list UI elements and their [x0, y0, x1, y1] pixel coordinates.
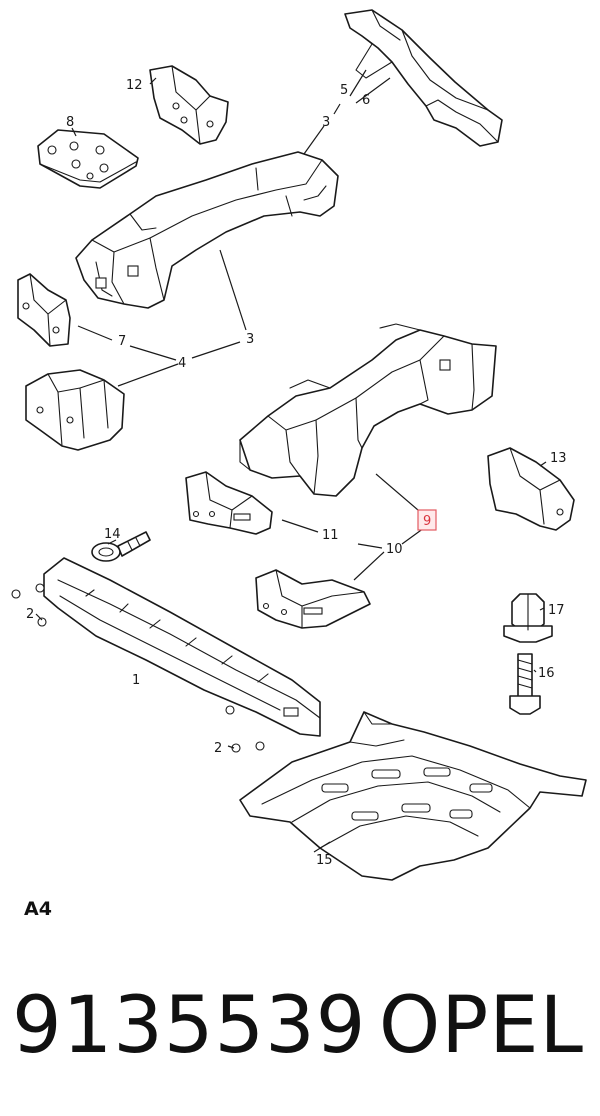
- part-16-bolt: [509, 653, 541, 715]
- part-7-bracket: [17, 273, 71, 347]
- parts-diagram: 12 8 5 6 3 7 3 4 13 9 11 10 14 2 17 1 16…: [11, 9, 587, 881]
- footer: 9135539 OPEL: [0, 976, 600, 1086]
- callout-1: 1: [132, 673, 140, 688]
- part-10-bracket: [255, 569, 371, 629]
- part-3-front-member-upper: [75, 151, 339, 309]
- callout-4: 4: [178, 356, 186, 371]
- part-number: 9135539: [12, 981, 367, 1071]
- callout-10: 10: [386, 542, 403, 557]
- part-12-bracket: [149, 65, 229, 145]
- callout-2a: 2: [26, 607, 34, 622]
- callout-6: 6: [362, 93, 370, 108]
- callout-5: 5: [340, 83, 348, 98]
- callout-8: 8: [66, 115, 74, 130]
- callout-12: 12: [126, 78, 143, 93]
- part-15-underbody-panel: [239, 711, 587, 881]
- callout-7: 7: [118, 334, 126, 349]
- callout-numbers: 12 8 5 6 3 7 3 4 13 9 11 10 14 2 17 1 16…: [26, 78, 567, 868]
- part-11-bracket: [185, 471, 273, 535]
- part-5-6-rear-member: [344, 9, 503, 147]
- highlight-box-9: [417, 509, 437, 531]
- callout-2b: 2: [214, 741, 222, 756]
- callout-17: 17: [548, 603, 565, 618]
- callout-15: 15: [316, 853, 333, 868]
- part-13-bracket: [487, 447, 575, 531]
- callout-11: 11: [322, 528, 339, 543]
- part-9-front-lower-member: [239, 323, 497, 497]
- callout-9: 9: [423, 514, 431, 529]
- part-2-nuts: [11, 583, 265, 753]
- part-17-nut: [503, 593, 553, 643]
- brand-name: OPEL: [378, 981, 584, 1071]
- part-4-box-bracket: [25, 369, 125, 451]
- part-14-towing-eye: [91, 531, 151, 562]
- callout-14: 14: [104, 527, 121, 542]
- variant-label: A4: [24, 898, 52, 920]
- part-8-plate: [37, 129, 139, 189]
- part-1-bumper-reinforcement: [43, 557, 321, 737]
- callout-16: 16: [538, 666, 555, 681]
- callout-13: 13: [550, 451, 567, 466]
- callout-3b: 3: [246, 332, 254, 347]
- callout-3a: 3: [322, 115, 330, 130]
- leader-lines: [35, 69, 547, 853]
